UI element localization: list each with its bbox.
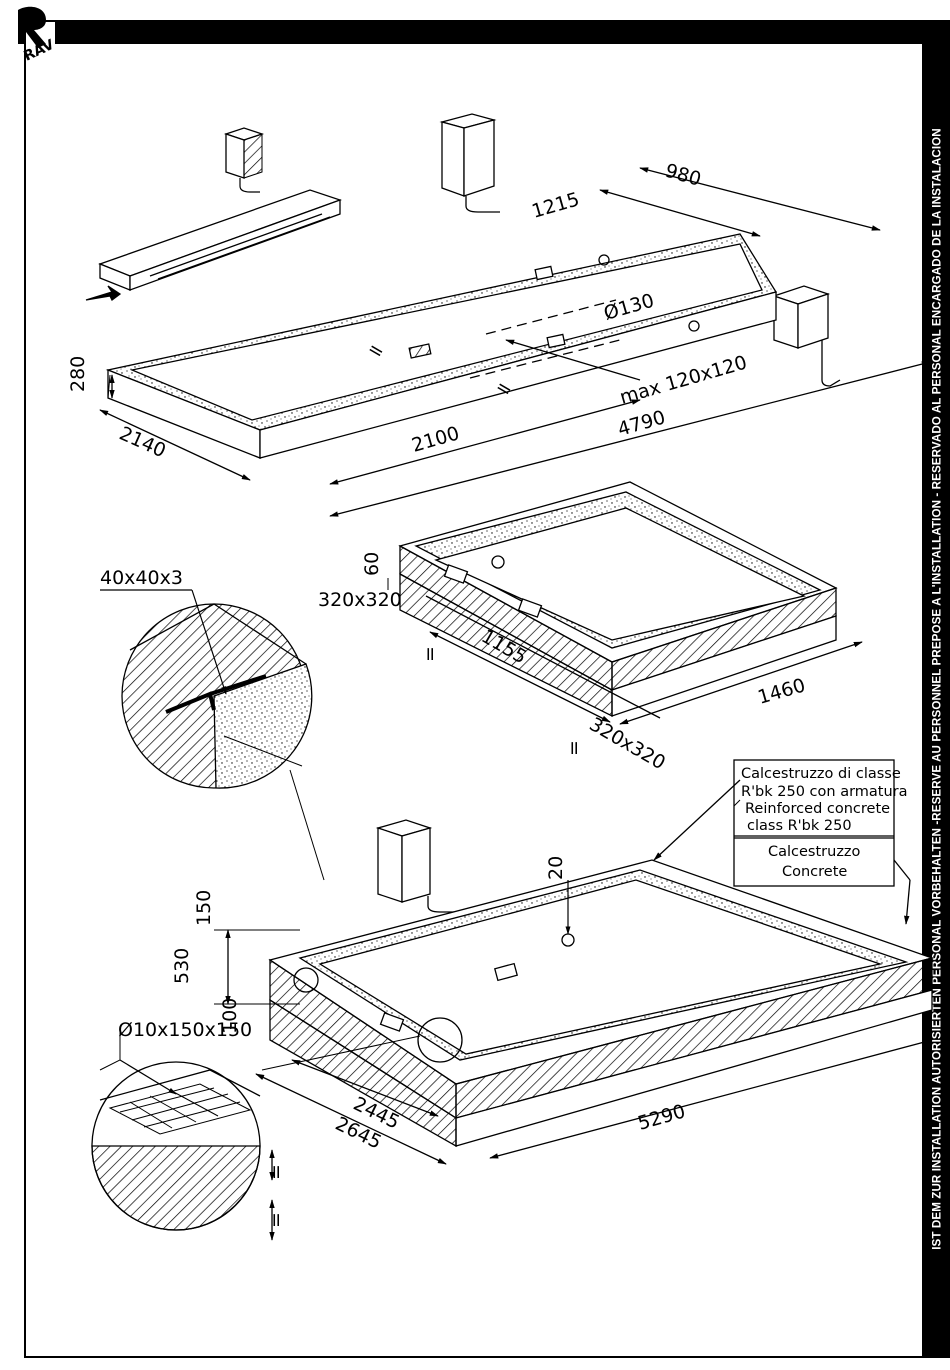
brand-logo: RAV (18, 6, 57, 62)
dim-max-opening: max 120x120 (617, 351, 749, 408)
middle-view (387, 481, 863, 725)
dim-280: 280 (67, 356, 89, 392)
mesh-equal-2: = (265, 1212, 287, 1228)
dim-60: 60 (361, 552, 383, 576)
angle-label: 40x40x3 (100, 567, 183, 589)
dim-1215: 1215 (529, 188, 582, 222)
bottom-view (214, 819, 935, 1165)
detail-angle (100, 589, 325, 881)
dim-320-right: 320x320 (586, 713, 670, 774)
dim-980: 980 (663, 160, 704, 191)
mesh-equal-1: = (265, 1164, 287, 1180)
dim-100: 100 (219, 998, 241, 1034)
dim-5290: 5290 (635, 1100, 688, 1134)
ramp (98, 189, 342, 291)
legend (653, 759, 911, 925)
dim-1460: 1460 (755, 674, 808, 708)
legend-concrete-en: Concrete (782, 864, 847, 880)
legend-reinforced-it-1: Calcestruzzo di classe (741, 766, 901, 782)
pit-slab (105, 233, 778, 459)
pillar-large (439, 113, 500, 213)
header-bar (55, 20, 924, 44)
dim-20: 20 (545, 856, 567, 880)
dim-150: 150 (193, 890, 215, 926)
legend-reinforced-en-1: Reinforced concrete (745, 801, 890, 817)
mesh-label: Ø10x150x150 (118, 1019, 252, 1041)
legend-reinforced-en-2: class R'bk 250 (747, 818, 852, 834)
direction-arrow (85, 285, 122, 301)
dim-2100: 2100 (409, 422, 462, 456)
pillar-small (223, 127, 265, 193)
pillar-right (771, 285, 841, 387)
legend-text: Calcestruzzo di classe R'bk 250 con arma… (741, 766, 908, 880)
dim-530: 530 (171, 948, 193, 984)
dim-equal-3: = (419, 646, 441, 662)
dim-320-left: 320x320 (318, 589, 402, 611)
top-view (85, 113, 931, 517)
dim-2140: 2140 (116, 422, 169, 462)
detail-mesh (91, 1030, 421, 1241)
legend-reinforced-it-2: R'bk 250 con armatura (741, 784, 908, 800)
dim-equal-4: = (563, 740, 585, 756)
legend-concrete-it: Calcestruzzo (768, 844, 861, 860)
